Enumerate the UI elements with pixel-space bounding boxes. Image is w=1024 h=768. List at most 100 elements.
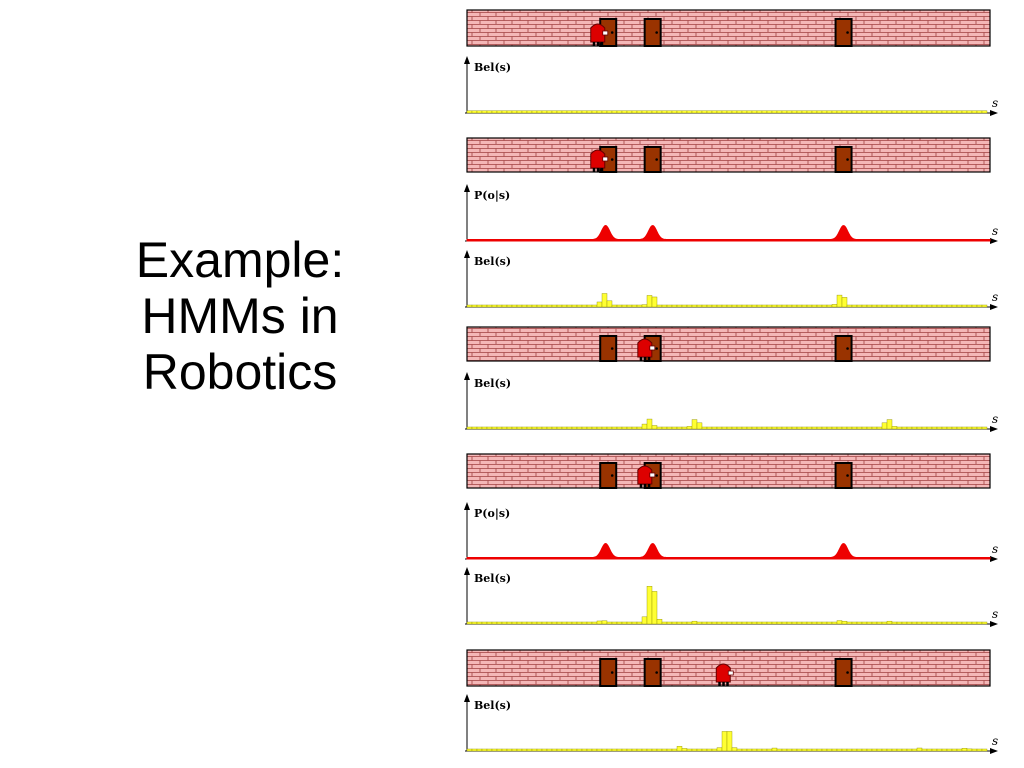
belief-bar: [936, 426, 943, 430]
robot-icon: [637, 338, 656, 361]
belief-bar: [606, 110, 613, 114]
belief-bar: [886, 419, 893, 430]
belief-axis-label: Bel(s): [474, 572, 511, 585]
belief-bar: [481, 426, 488, 430]
belief-panel: Bel(s)s: [464, 56, 998, 116]
belief-bar: [546, 304, 553, 308]
belief-bar: [901, 304, 908, 308]
belief-bar: [486, 304, 493, 308]
belief-bar: [811, 110, 818, 114]
belief-bar: [676, 746, 683, 752]
state-axis-label: s: [992, 96, 998, 110]
belief-bar: [931, 621, 938, 625]
belief-bar: [666, 621, 673, 625]
belief-bar: [781, 110, 788, 114]
belief-bar: [861, 748, 868, 752]
belief-bar: [471, 621, 478, 625]
belief-bar: [726, 426, 733, 430]
belief-bar: [476, 426, 483, 430]
belief-bar: [491, 426, 498, 430]
belief-bar: [751, 110, 758, 114]
belief-bar: [531, 621, 538, 625]
axis-arrow-icon: [464, 56, 470, 64]
belief-bar: [711, 426, 718, 430]
belief-bar: [676, 426, 683, 430]
belief-bar: [901, 110, 908, 114]
belief-bar: [791, 748, 798, 752]
belief-bar: [651, 110, 658, 114]
belief-bar: [856, 748, 863, 752]
belief-bar: [821, 426, 828, 430]
belief-bar: [701, 110, 708, 114]
belief-bar: [576, 110, 583, 114]
robot-wheel: [639, 484, 643, 488]
belief-bar: [871, 748, 878, 752]
belief-bar: [726, 731, 733, 752]
title-line-2: HMMs in: [141, 288, 339, 344]
brick-wall: [466, 326, 991, 362]
belief-bar: [501, 304, 508, 308]
belief-bar: [701, 426, 708, 430]
axis-arrow-icon: [990, 238, 998, 244]
belief-bar: [816, 748, 823, 752]
robot-wheel: [722, 682, 725, 686]
robot-body: [637, 338, 653, 358]
belief-bar: [826, 426, 833, 430]
belief-bar: [786, 110, 793, 114]
belief-bar: [506, 110, 513, 114]
belief-bar: [556, 304, 563, 308]
belief-bar: [801, 621, 808, 625]
belief-bar: [501, 426, 508, 430]
belief-bar: [761, 304, 768, 308]
belief-bar: [916, 426, 923, 430]
belief-bar: [981, 304, 988, 308]
belief-bar: [981, 110, 988, 114]
belief-bar: [841, 297, 848, 308]
belief-bar: [641, 304, 648, 308]
door-icon: [643, 146, 662, 173]
belief-bar: [971, 621, 978, 625]
belief-bar: [896, 110, 903, 114]
belief-bar: [731, 426, 738, 430]
axis-arrow-icon: [464, 502, 470, 510]
belief-bar: [901, 426, 908, 430]
axis-arrow-icon: [990, 426, 998, 432]
belief-bar: [771, 110, 778, 114]
belief-bar: [961, 304, 968, 308]
belief-bar: [886, 620, 893, 625]
belief-bar: [641, 616, 648, 625]
belief-bar: [651, 591, 658, 625]
belief-bar: [886, 110, 893, 114]
belief-bar: [611, 110, 618, 114]
belief-bar: [646, 418, 653, 430]
belief-bar: [556, 621, 563, 625]
belief-bar: [751, 426, 758, 430]
belief-bar: [651, 425, 658, 430]
belief-bar: [956, 748, 963, 752]
belief-bar: [861, 621, 868, 625]
observation-curve: [466, 543, 991, 560]
belief-bar: [531, 426, 538, 430]
belief-bar: [531, 110, 538, 114]
belief-bar: [616, 110, 623, 114]
belief-bar: [551, 748, 558, 752]
belief-bar: [636, 621, 643, 625]
belief-bar: [926, 621, 933, 625]
state-axis-label: s: [992, 607, 998, 621]
belief-bar: [581, 748, 588, 752]
belief-bar: [941, 426, 948, 430]
belief-bar: [586, 426, 593, 430]
belief-bar: [721, 731, 728, 752]
observation-axis-label: P(o|s): [474, 189, 510, 202]
axis-arrow-icon: [464, 372, 470, 380]
belief-bar: [856, 621, 863, 625]
belief-bar: [546, 426, 553, 430]
belief-bar: [536, 621, 543, 625]
belief-bar: [676, 304, 683, 308]
belief-bar: [736, 621, 743, 625]
belief-bar: [941, 110, 948, 114]
belief-bar: [756, 748, 763, 752]
axis-arrow-icon: [990, 748, 998, 754]
door-knob-icon: [655, 671, 658, 674]
belief-bar: [906, 110, 913, 114]
